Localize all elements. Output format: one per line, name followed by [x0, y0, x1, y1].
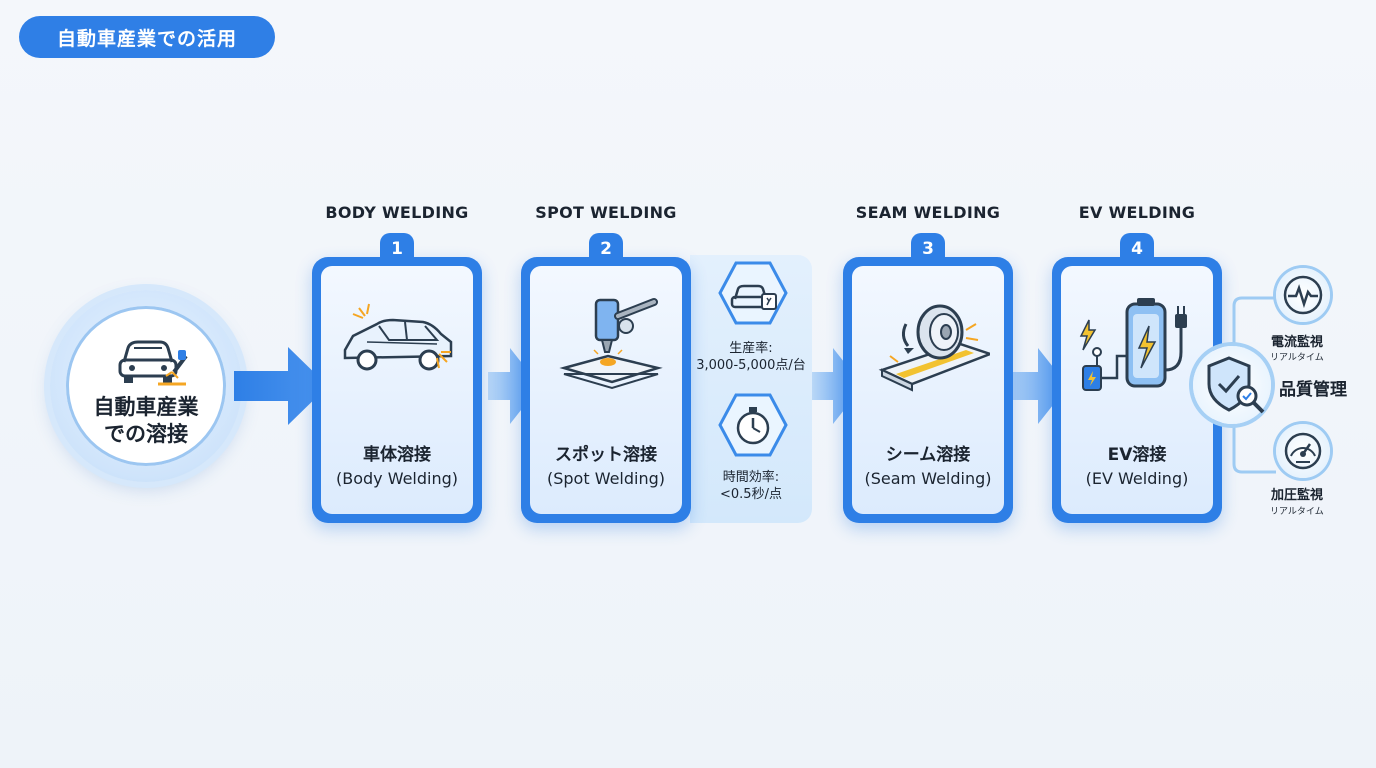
time-value: <0.5秒/点 — [720, 487, 782, 502]
current-monitor-circle — [1276, 268, 1330, 322]
step-3-jp: シーム溶接 — [885, 445, 971, 465]
step-2-card: 2 スポット溶接 (Spot Welding) — [521, 233, 691, 523]
step-1-number: 1 — [380, 233, 414, 263]
quality-control-circle — [1193, 346, 1271, 424]
stopwatch-icon — [718, 393, 788, 457]
step-3-number: 3 — [911, 233, 945, 263]
step-4-en: (EV Welding) — [1085, 469, 1189, 488]
hero-line-1: 自動車産業 — [93, 395, 199, 419]
step-4-number: 4 — [1120, 233, 1154, 263]
step-2-jp: スポット溶接 — [555, 445, 657, 465]
spot-metrics-panel: 生産率: 3,000-5,000点/台 時間効率: <0.5秒/点 — [690, 255, 812, 523]
step-2-en: (Spot Welding) — [546, 469, 665, 488]
quality-control-label: 品質管理 — [1279, 380, 1347, 400]
ev-battery-icon — [1079, 298, 1187, 391]
pressure-monitor-label: 加圧監視 — [1271, 488, 1324, 503]
flow-arrow — [488, 348, 540, 424]
gauge-icon — [1284, 432, 1322, 470]
page-title: 自動車産業での活用 — [19, 16, 275, 58]
production-label: 生産率: — [729, 341, 773, 356]
step-1-heading: BODY WELDING — [325, 203, 469, 222]
step-2-number: 2 — [589, 233, 623, 263]
step-1-en: (Body Welding) — [335, 469, 459, 488]
pulse-icon — [1283, 275, 1323, 315]
pressure-monitor-sub: リアルタイム — [1270, 507, 1324, 517]
step-4-jp: EV溶接 — [1107, 445, 1167, 465]
car-counter-icon — [718, 261, 788, 325]
flow-arrow — [811, 348, 863, 424]
production-value: 3,000-5,000点/台 — [696, 358, 806, 373]
spot-welder-icon — [559, 298, 663, 390]
step-1-card: 1 車体溶接 (Body Welding) — [312, 233, 482, 523]
step-3-heading: SEAM WELDING — [855, 203, 1001, 222]
step-4-heading: EV WELDING — [1078, 203, 1196, 222]
time-label: 時間効率: — [722, 470, 780, 485]
step-2-heading: SPOT WELDING — [535, 203, 677, 222]
pressure-monitor-circle — [1276, 424, 1330, 478]
hero-line-2: での溶接 — [104, 422, 188, 446]
flow-arrow — [234, 347, 328, 425]
seam-roller-icon — [878, 304, 990, 392]
car-body-icon — [343, 303, 453, 371]
step-3-en: (Seam Welding) — [864, 469, 992, 488]
current-monitor-label: 電流監視 — [1271, 335, 1324, 350]
step-3-card: 3 シーム溶接 (Seam Welding) — [843, 233, 1013, 523]
hero-circle: 自動車産業 での溶接 — [50, 290, 242, 482]
current-monitor-sub: リアルタイム — [1270, 353, 1324, 363]
shield-check-icon — [1207, 356, 1265, 414]
step-1-jp: 車体溶接 — [363, 445, 431, 465]
car-weld-icon — [118, 340, 188, 386]
